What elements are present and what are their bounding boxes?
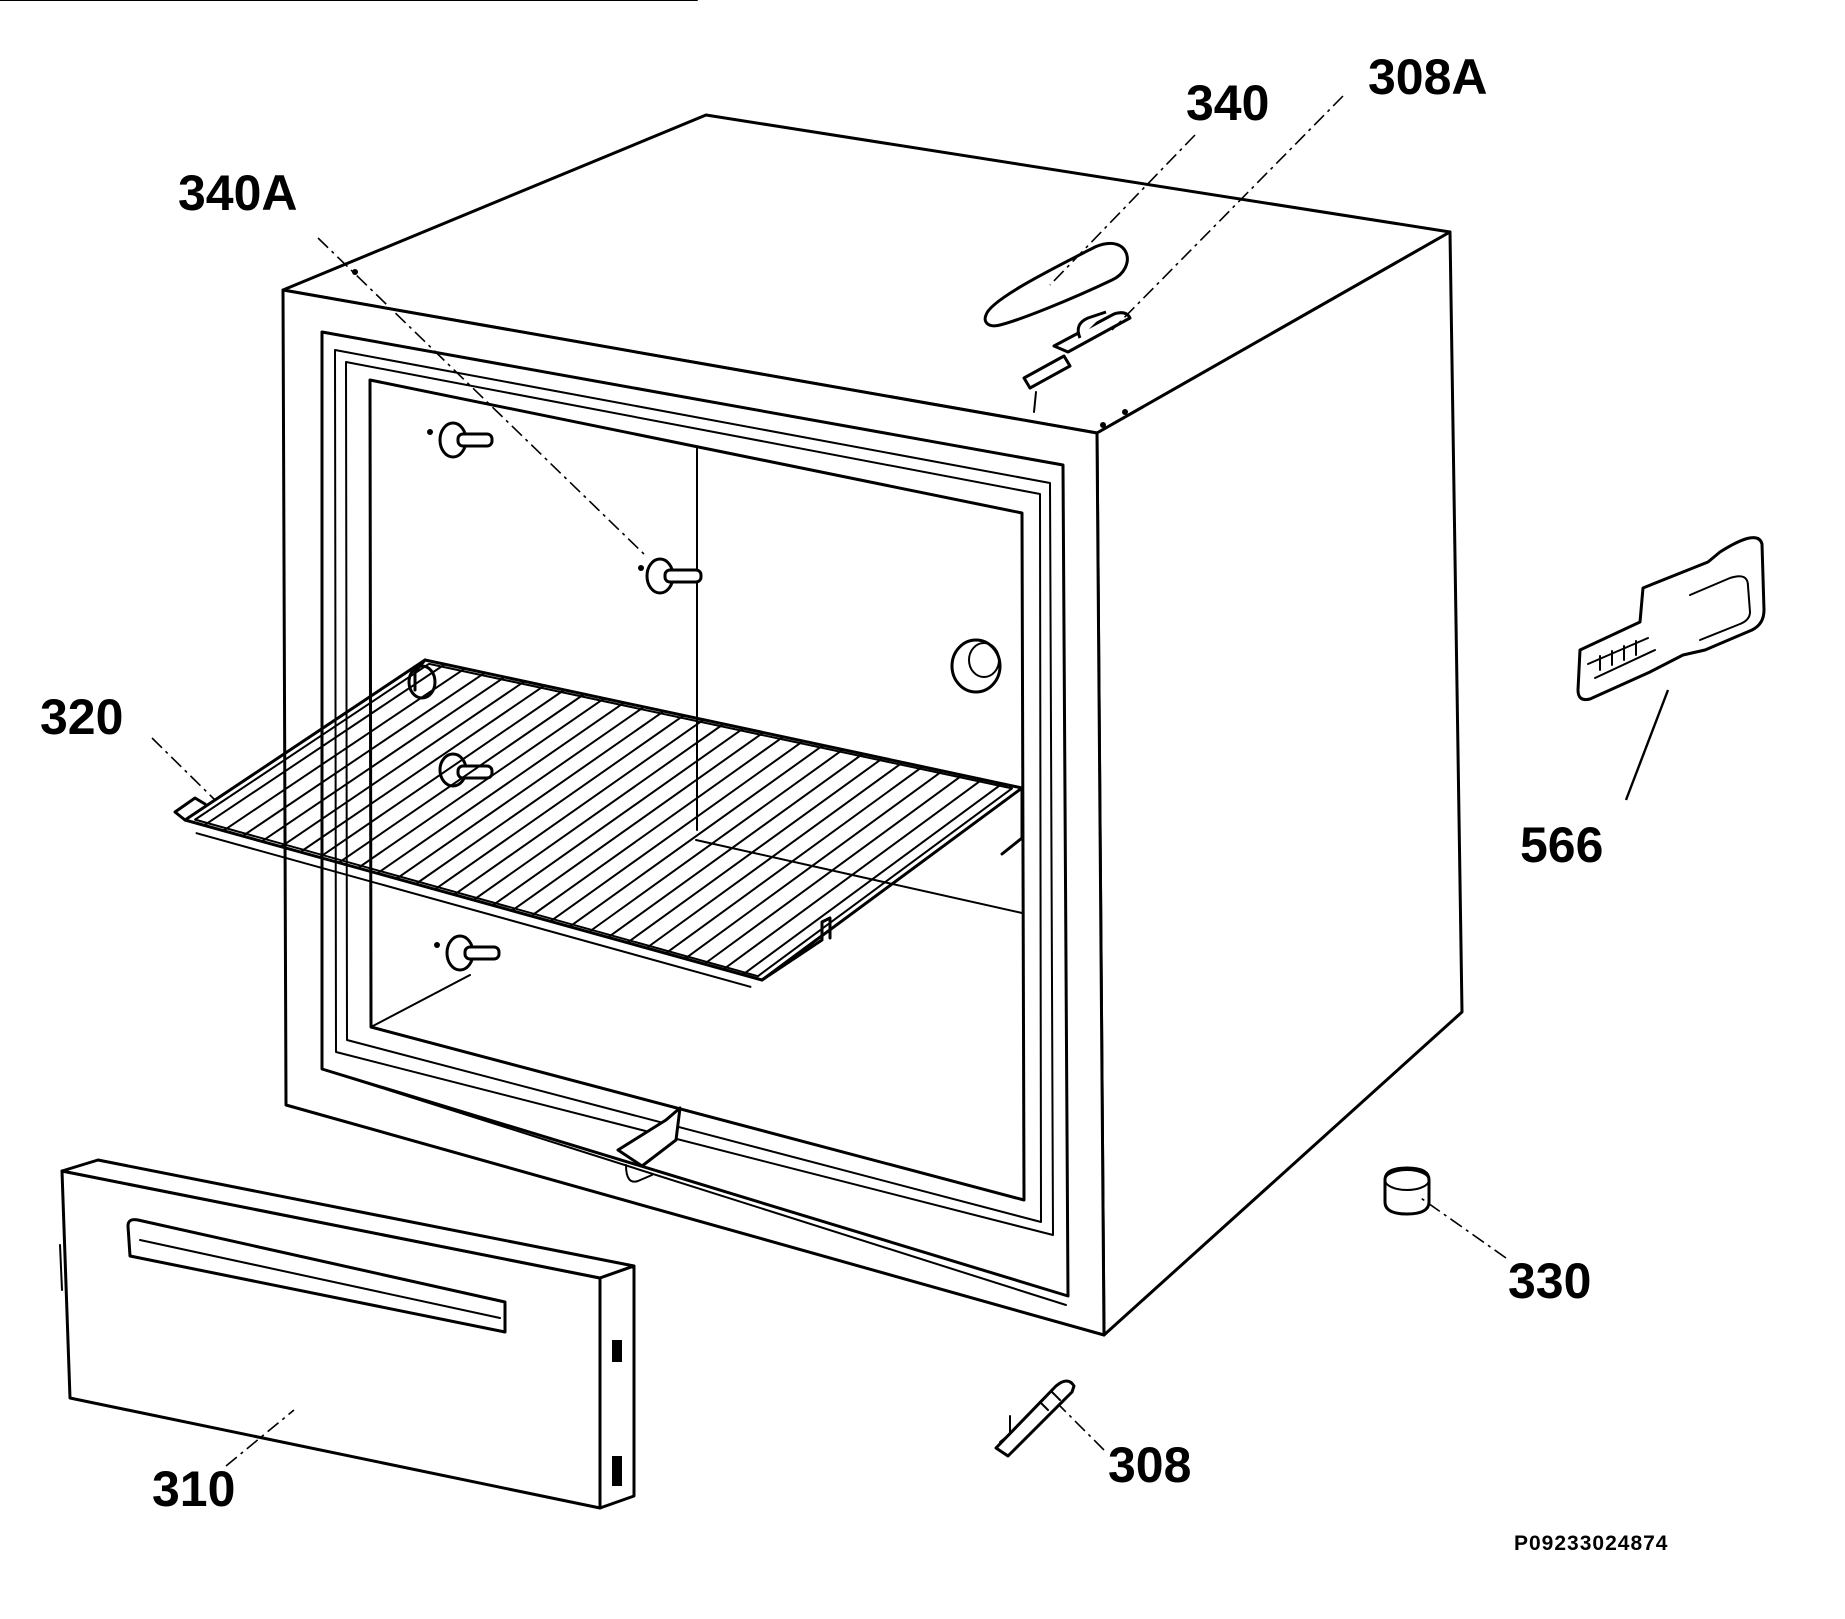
drawing-code: P09233024874	[1514, 1532, 1668, 1555]
door-hinge-bottom	[616, 1106, 682, 1183]
top-hole	[352, 269, 358, 275]
label-330: 330	[1508, 1253, 1591, 1309]
cabinet	[0, 0, 1464, 1337]
part-340-handle	[983, 241, 1129, 328]
oven-lamp	[950, 638, 1002, 694]
oven-cavity	[368, 378, 1026, 1202]
leader-310	[225, 1409, 295, 1467]
shelf-pin	[434, 934, 501, 972]
cavity-floor-line	[695, 839, 1023, 914]
wire-rack	[173, 658, 1024, 988]
front-frame	[320, 330, 1070, 1298]
leader-320	[151, 737, 216, 801]
label-566: 566	[1520, 817, 1603, 873]
callouts: 340 308A 340A 320 566 330 308 310 P09233…	[40, 49, 1668, 1555]
label-340A: 340A	[178, 165, 298, 221]
part-330-foot	[1383, 1166, 1431, 1216]
shelf-pin	[407, 664, 437, 700]
part-310-door-panel	[59, 1158, 636, 1510]
label-340: 340	[1186, 75, 1269, 131]
label-308A: 308A	[1368, 49, 1488, 105]
shelf-pin	[427, 421, 494, 459]
top-hole	[1100, 422, 1106, 428]
cavity-floor-left	[370, 974, 471, 1028]
part-566-key	[1576, 536, 1766, 702]
leader-330	[1417, 1195, 1507, 1259]
door-seal-outer	[334, 349, 1054, 1236]
label-310: 310	[152, 1461, 235, 1517]
leader-566	[1624, 689, 1670, 801]
cabinet-front	[281, 288, 1106, 1337]
part-308A-hinge	[1022, 310, 1132, 413]
bottom-trim	[321, 1068, 1067, 1306]
door-side-edge	[598, 1264, 636, 1510]
part-308-hinge	[994, 1379, 1076, 1458]
shelf-pin	[638, 557, 703, 595]
leader-308	[1059, 1405, 1105, 1451]
leader-lines	[151, 95, 1670, 1467]
door-handle-slot	[126, 1218, 507, 1334]
label-308: 308	[1108, 1437, 1191, 1493]
leader-340	[1049, 134, 1196, 286]
door-seal-inner	[345, 361, 1042, 1223]
leader-308A	[1111, 95, 1344, 331]
top-hole	[1122, 409, 1128, 415]
leader-340A	[317, 237, 646, 556]
label-320: 320	[40, 689, 123, 745]
